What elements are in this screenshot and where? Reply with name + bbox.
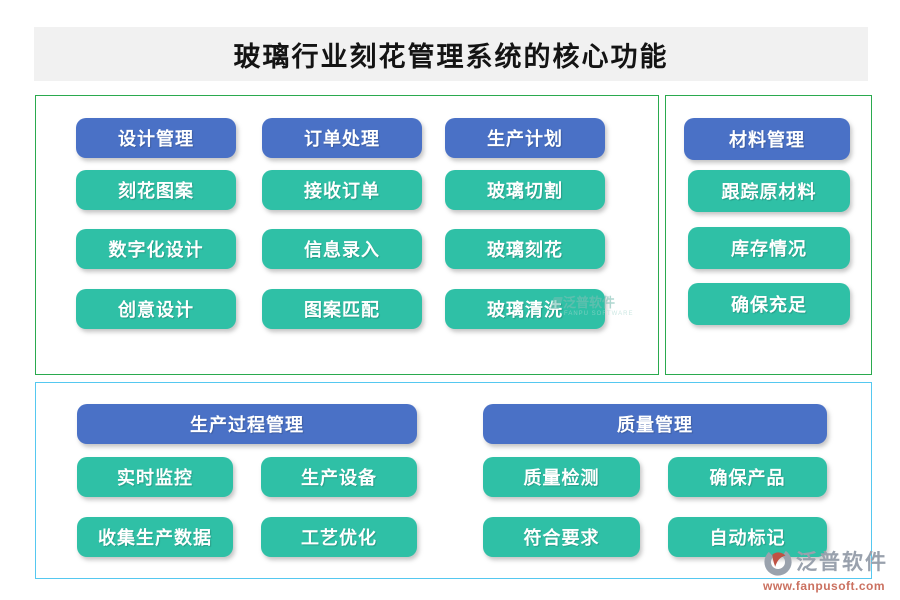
node-meet-requirements: 符合要求 <box>483 517 640 557</box>
fanpu-logo-url: www.fanpusoft.com <box>763 579 886 593</box>
node-creative-design: 创意设计 <box>76 289 236 329</box>
node-pattern-matching: 图案匹配 <box>262 289 422 329</box>
node-production-plan: 生产计划 <box>445 118 605 158</box>
fanpu-logo: 泛普软件 www.fanpusoft.com <box>763 547 898 592</box>
node-process-optimization: 工艺优化 <box>261 517 417 557</box>
node-auto-marking: 自动标记 <box>668 517 827 557</box>
node-material-management: 材料管理 <box>684 118 850 160</box>
node-glass-cutting: 玻璃切割 <box>445 170 605 210</box>
node-quality-management: 质量管理 <box>483 404 827 444</box>
fanpu-logo-text: 泛普软件 <box>796 550 888 574</box>
node-order-processing: 订单处理 <box>262 118 422 158</box>
node-ensure-sufficiency: 确保充足 <box>688 283 850 325</box>
node-production-process-management: 生产过程管理 <box>77 404 417 444</box>
node-realtime-monitoring: 实时监控 <box>77 457 233 497</box>
page-title: 玻璃行业刻花管理系统的核心功能 <box>34 27 868 81</box>
node-ensure-product: 确保产品 <box>668 457 827 497</box>
node-track-raw-material: 跟踪原材料 <box>688 170 850 212</box>
node-digital-design: 数字化设计 <box>76 229 236 269</box>
node-receive-order: 接收订单 <box>262 170 422 210</box>
node-info-entry: 信息录入 <box>262 229 422 269</box>
node-quality-inspection: 质量检测 <box>483 457 640 497</box>
node-engraving-pattern: 刻花图案 <box>76 170 236 210</box>
node-glass-engraving: 玻璃刻花 <box>445 229 605 269</box>
fanpu-logo-icon <box>764 548 792 576</box>
node-design-management: 设计管理 <box>76 118 236 158</box>
node-inventory-status: 库存情况 <box>688 227 850 269</box>
node-production-equipment: 生产设备 <box>261 457 417 497</box>
node-collect-production-data: 收集生产数据 <box>77 517 233 557</box>
node-glass-cleaning: 玻璃清洗 <box>445 289 605 329</box>
